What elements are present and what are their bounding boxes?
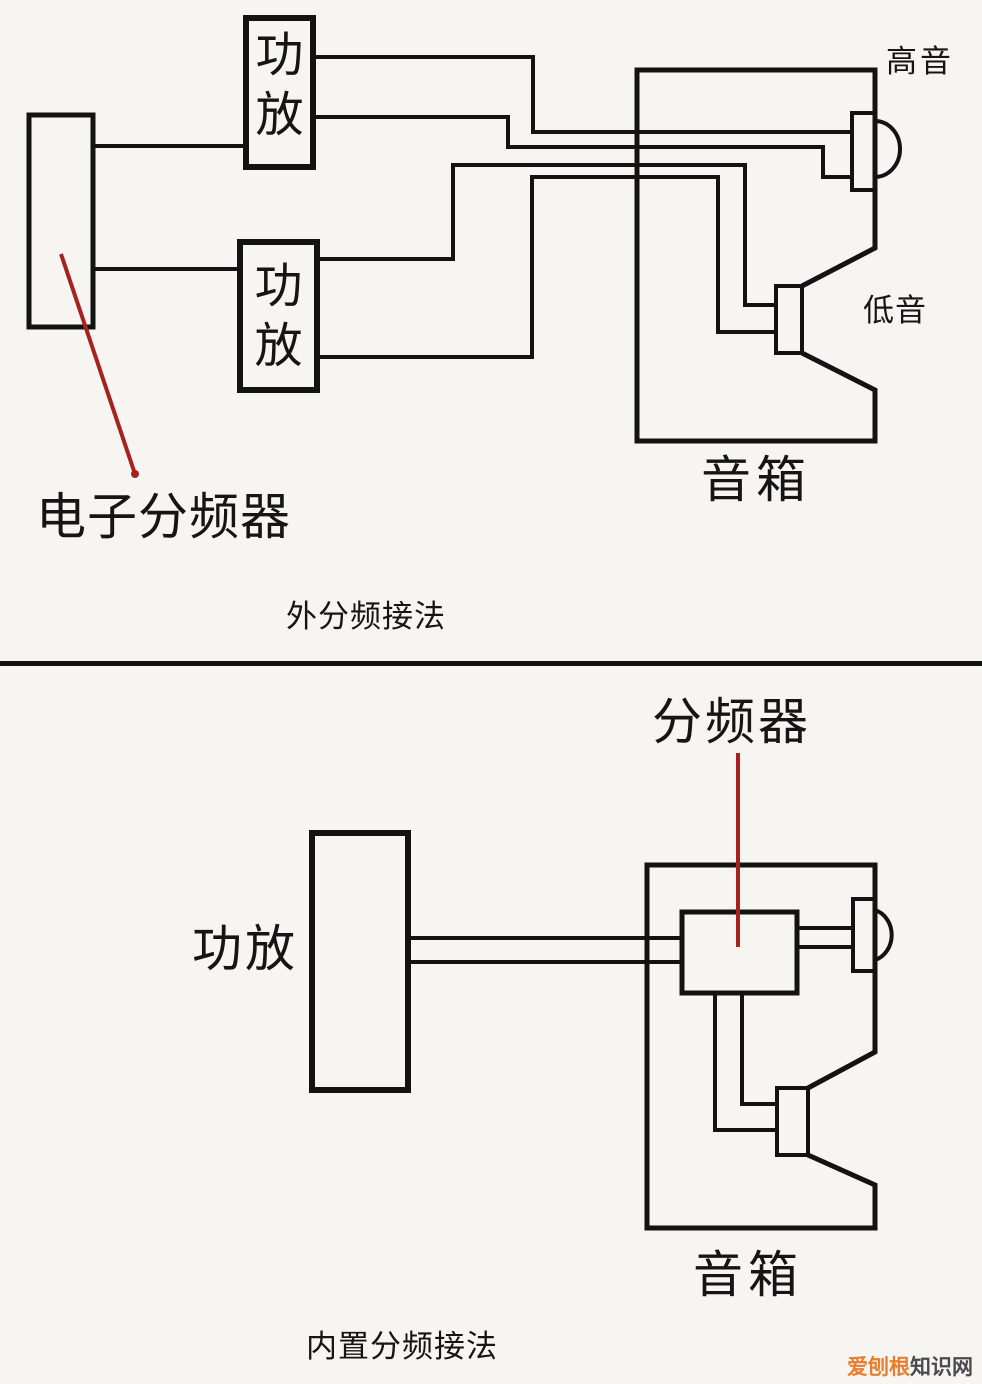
bottom-tweeter-dome bbox=[874, 908, 894, 962]
bottom-woofer-driver bbox=[775, 1086, 810, 1157]
top-speaker-cabinet-outline bbox=[634, 67, 878, 444]
top-amplifier-1-box bbox=[243, 15, 316, 170]
top-tweeter-driver bbox=[850, 111, 877, 192]
wire-amp1-to-tweeter-a bbox=[313, 55, 852, 134]
bottom-tweeter-driver bbox=[851, 897, 877, 973]
top-caption: 外分频接法 bbox=[286, 599, 446, 634]
top-woofer-label: 低音 bbox=[863, 293, 927, 328]
top-red-callout-line bbox=[59, 253, 137, 475]
top-crossover-label: 电子分频器 bbox=[36, 489, 291, 545]
bottom-speaker-label: 音箱 bbox=[693, 1247, 803, 1303]
top-tweeter-dome bbox=[874, 119, 902, 179]
top-woofer-driver bbox=[774, 284, 804, 355]
bottom-diagram-lines bbox=[309, 753, 894, 1231]
bottom-amp-label: 功放 bbox=[192, 921, 298, 977]
top-diagram-lines bbox=[26, 15, 902, 478]
bottom-caption: 内置分频接法 bbox=[306, 1329, 498, 1364]
top-speaker-label: 音箱 bbox=[701, 452, 811, 508]
watermark-brand: 爱刨根 bbox=[847, 1356, 910, 1379]
top-tweeter-label: 高音 bbox=[886, 44, 954, 79]
bottom-crossover-label: 分频器 bbox=[652, 694, 811, 750]
top-amplifier-2-box bbox=[237, 239, 320, 393]
top-red-callout-tip bbox=[131, 470, 139, 478]
top-electronic-crossover-box bbox=[26, 112, 96, 330]
wire-crossover-to-woofer-a bbox=[740, 993, 777, 1106]
bottom-speaker-cabinet-outline bbox=[644, 862, 878, 1231]
section-divider bbox=[0, 661, 982, 666]
top-amp1-label: 功放 bbox=[255, 29, 304, 142]
wire-amp2-to-woofer-a bbox=[317, 163, 776, 307]
top-amp2-label: 功放 bbox=[254, 260, 303, 373]
bottom-amplifier-box bbox=[309, 830, 411, 1093]
wire-crossover-to-woofer-b bbox=[713, 993, 777, 1132]
watermark-suffix: 知识网 bbox=[910, 1356, 973, 1379]
wire-amp2-to-woofer-b bbox=[317, 175, 776, 359]
wire-amp1-to-tweeter-b bbox=[313, 115, 852, 179]
site-watermark: 爱刨根知识网 bbox=[847, 1351, 973, 1381]
